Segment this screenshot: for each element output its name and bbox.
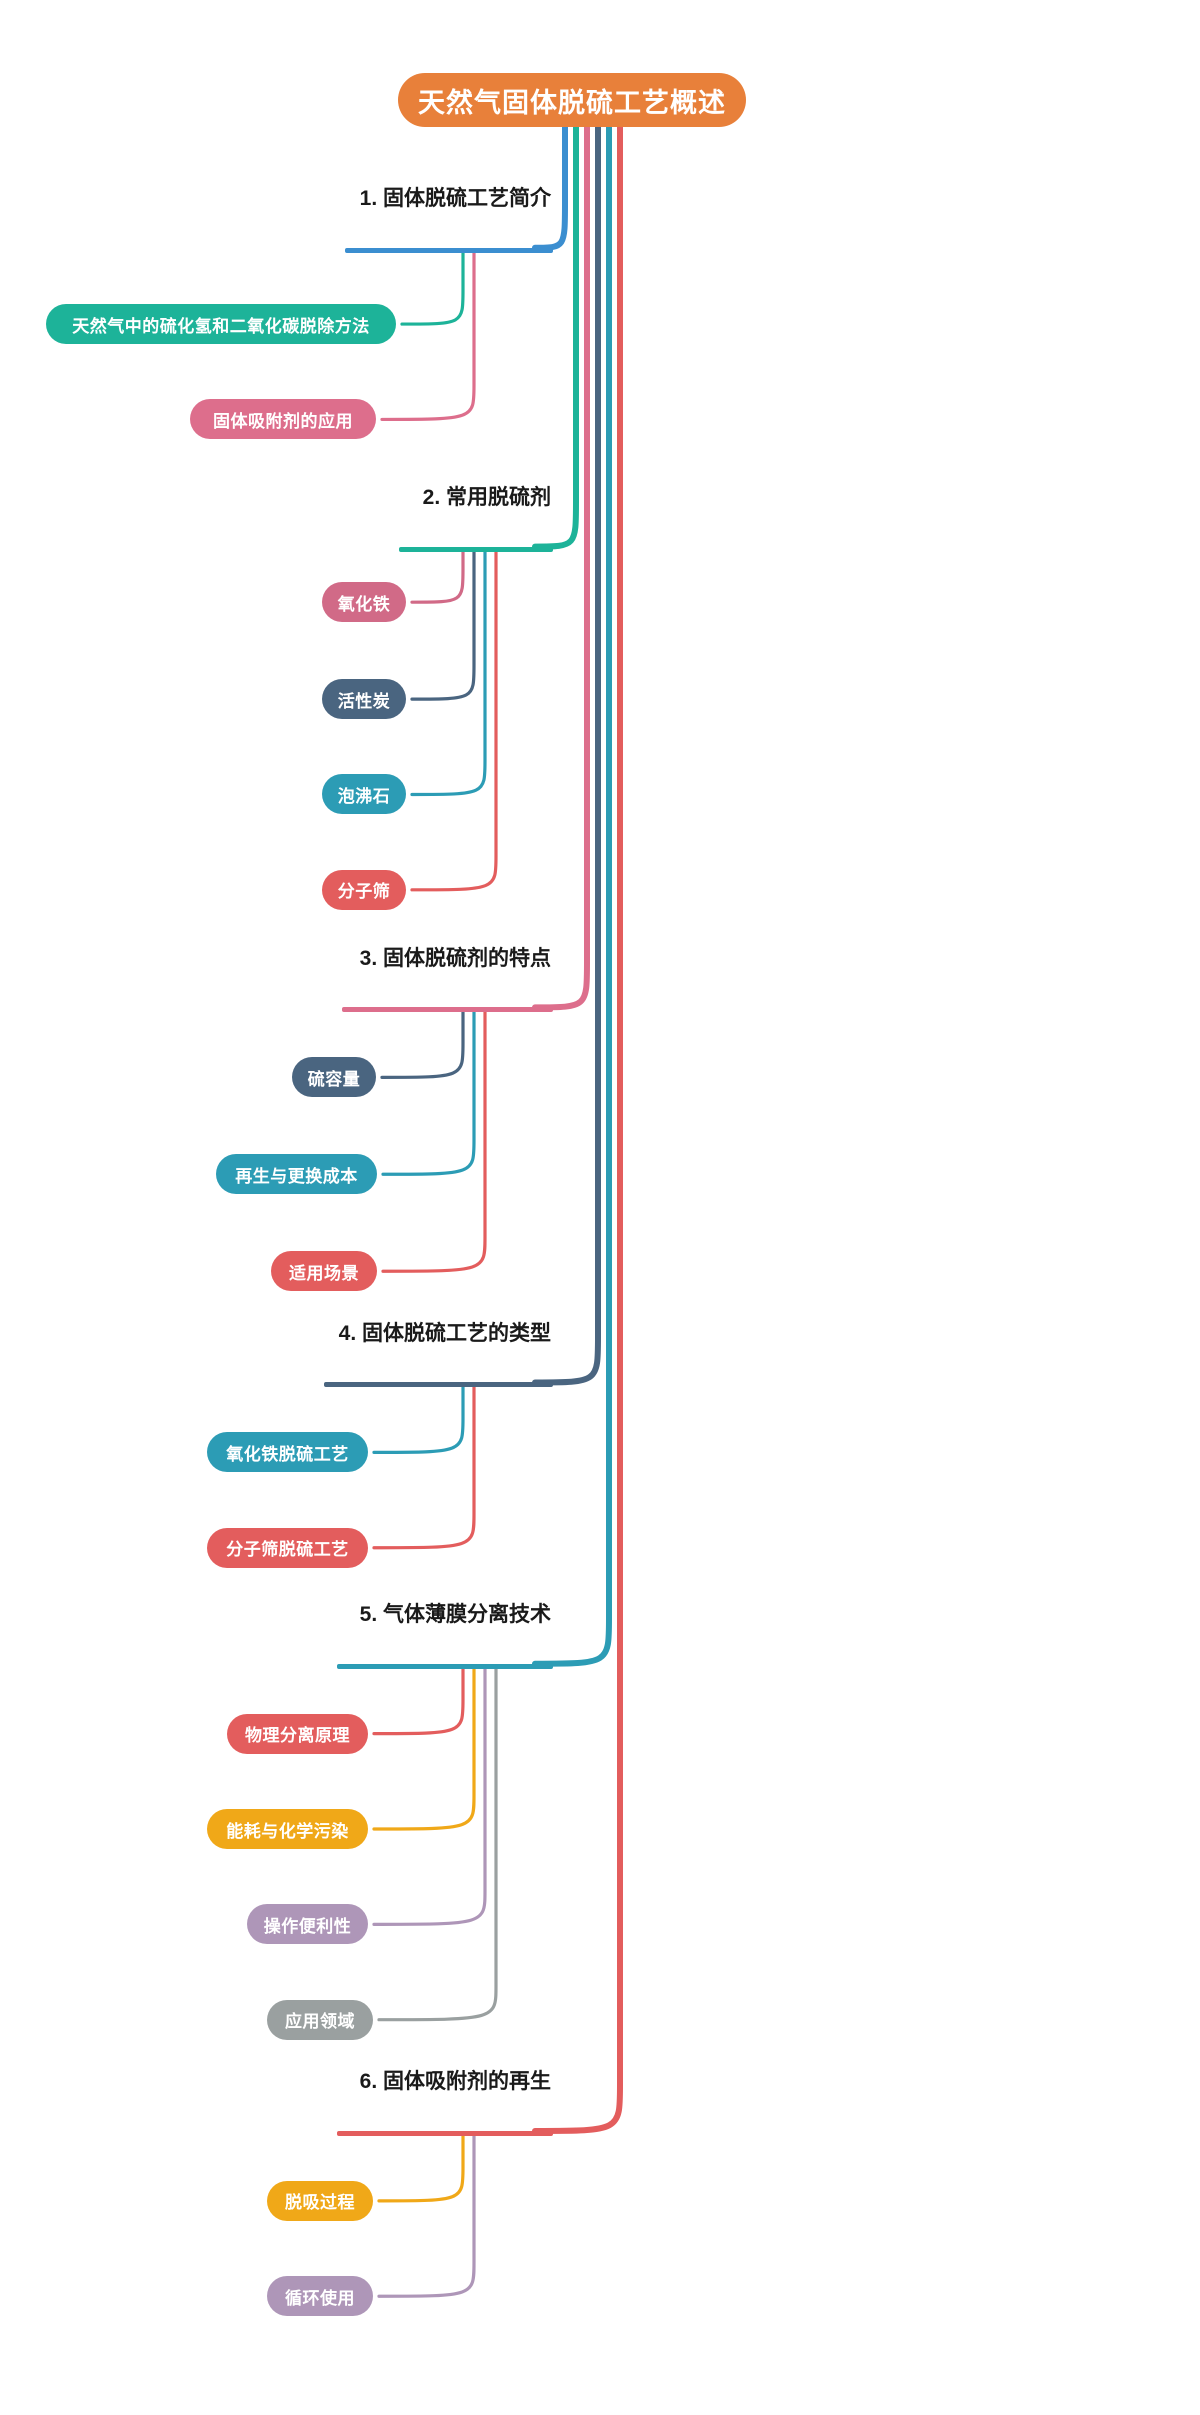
- leaf-node-label: 适用场景: [289, 1263, 359, 1283]
- leaf-node[interactable]: 泡沸石: [322, 774, 406, 815]
- branch-title-label: 4. 固体脱硫工艺的类型: [338, 1321, 551, 1345]
- leaf-node[interactable]: 应用领域: [267, 1999, 373, 2040]
- connector-line: [377, 2132, 476, 2298]
- branch-title-4[interactable]: 4. 固体脱硫工艺的类型: [233, 1314, 553, 1350]
- branch-underline-2: [399, 546, 553, 552]
- connector-line: [377, 2132, 465, 2203]
- connector-line: [372, 1665, 487, 1926]
- leaf-node[interactable]: 活性炭: [322, 679, 406, 720]
- leaf-node[interactable]: 循环使用: [267, 2276, 373, 2317]
- branch-underline-1: [345, 247, 553, 253]
- connector-line: [532, 124, 612, 1667]
- leaf-node-label: 泡沸石: [337, 786, 391, 806]
- root-node-label: 天然气固体脱硫工艺概述: [418, 87, 726, 118]
- leaf-node[interactable]: 天然气中的硫化氢和二氧化碳脱除方法: [46, 304, 396, 345]
- leaf-node-label: 硫容量: [307, 1069, 361, 1089]
- leaf-node[interactable]: 氧化铁: [322, 582, 406, 623]
- branch-underline-4: [324, 1382, 553, 1388]
- leaf-node-label: 固体吸附剂的应用: [213, 411, 353, 431]
- connector-line: [372, 1665, 465, 1736]
- leaf-node[interactable]: 适用场景: [271, 1251, 377, 1292]
- leaf-node-label: 分子筛脱硫工艺: [226, 1540, 349, 1560]
- branch-title-label: 6. 固体吸附剂的再生: [359, 2070, 551, 2094]
- connector-line: [400, 249, 465, 326]
- leaf-node-label: 脱吸过程: [285, 2193, 355, 2213]
- leaf-node[interactable]: 脱吸过程: [267, 2180, 373, 2221]
- leaf-node-label: 应用领域: [285, 2012, 355, 2032]
- leaf-node[interactable]: 操作便利性: [247, 1904, 368, 1945]
- branch-underline-6: [337, 2130, 553, 2136]
- branch-title-label: 2. 常用脱硫剂: [422, 485, 551, 509]
- leaf-node[interactable]: 固体吸附剂的应用: [190, 399, 376, 440]
- branch-title-label: 5. 气体薄膜分离技术: [359, 1602, 551, 1626]
- branch-title-5[interactable]: 5. 气体薄膜分离技术: [233, 1595, 553, 1631]
- branch-underline-3: [342, 1007, 553, 1013]
- leaf-node[interactable]: 再生与更换成本: [216, 1154, 377, 1195]
- connector-line: [372, 1383, 476, 1550]
- leaf-node-label: 天然气中的硫化氢和二氧化碳脱除方法: [72, 316, 370, 336]
- connector-line: [410, 547, 487, 797]
- branch-title-label: 1. 固体脱硫工艺简介: [359, 186, 551, 210]
- connector-line: [410, 547, 465, 604]
- branch-title-6[interactable]: 6. 固体吸附剂的再生: [233, 2062, 553, 2098]
- leaf-node[interactable]: 氧化铁脱硫工艺: [207, 1432, 368, 1473]
- connector-line: [532, 124, 601, 1386]
- leaf-node-label: 分子筛: [337, 882, 391, 902]
- leaf-node-label: 循环使用: [285, 2288, 355, 2308]
- connector-line: [380, 249, 476, 422]
- connector-line: [410, 547, 476, 701]
- connector-line: [532, 124, 590, 1011]
- branch-underline-5: [337, 1663, 553, 1669]
- branch-title-label: 3. 固体脱硫剂的特点: [359, 946, 551, 970]
- root-node[interactable]: 天然气固体脱硫工艺概述: [398, 73, 746, 127]
- leaf-node-label: 物理分离原理: [245, 1726, 350, 1746]
- connector-line: [381, 1008, 476, 1176]
- connector-line: [532, 124, 623, 2134]
- connector-line: [410, 547, 498, 892]
- leaf-node-label: 操作便利性: [263, 1916, 352, 1936]
- leaf-node[interactable]: 能耗与化学污染: [207, 1809, 368, 1849]
- leaf-node-label: 再生与更换成本: [235, 1166, 358, 1186]
- branch-title-2[interactable]: 2. 常用脱硫剂: [233, 478, 553, 514]
- leaf-node[interactable]: 物理分离原理: [227, 1713, 368, 1754]
- leaf-node[interactable]: 分子筛脱硫工艺: [207, 1527, 368, 1568]
- leaf-node-label: 氧化铁脱硫工艺: [226, 1444, 349, 1464]
- connector-line: [372, 1665, 476, 1831]
- leaf-node-label: 氧化铁: [337, 594, 391, 614]
- leaf-node-label: 活性炭: [337, 691, 391, 711]
- branch-title-3[interactable]: 3. 固体脱硫剂的特点: [233, 939, 553, 975]
- connector-line: [377, 1665, 498, 2022]
- leaf-node-label: 能耗与化学污染: [226, 1821, 349, 1841]
- connector-line: [381, 1008, 487, 1273]
- branch-title-1[interactable]: 1. 固体脱硫工艺简介: [233, 179, 553, 215]
- leaf-node[interactable]: 硫容量: [292, 1057, 376, 1098]
- connector-line: [380, 1008, 465, 1079]
- connector-line: [372, 1383, 465, 1454]
- leaf-node[interactable]: 分子筛: [322, 869, 406, 910]
